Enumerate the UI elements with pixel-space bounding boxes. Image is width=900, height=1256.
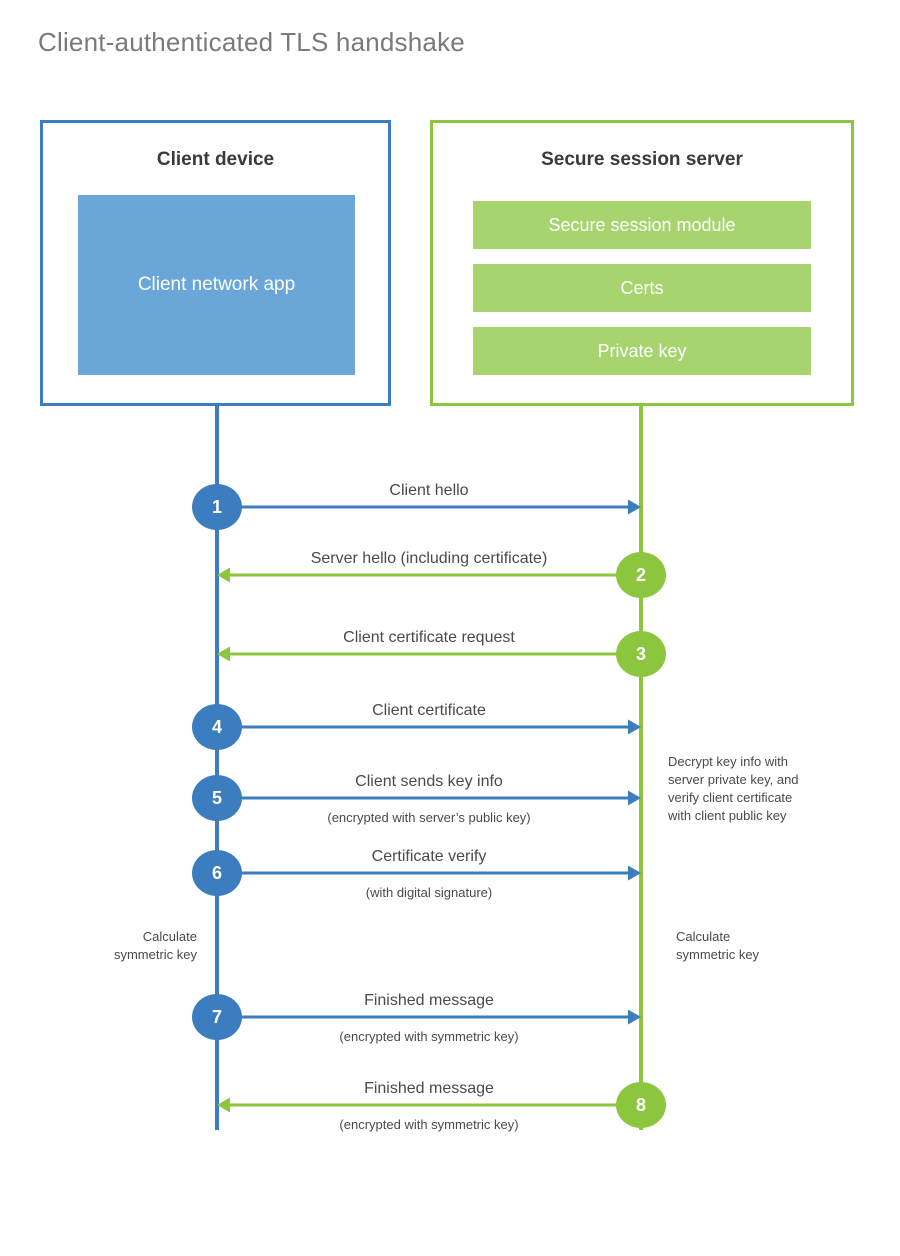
message-step-6[interactable]: Certificate verify (with digital signatur…: [192, 848, 641, 900]
annotations-layer: Decrypt key info with server private key,…: [114, 754, 799, 962]
message-label-7: Finished message: [364, 992, 494, 1009]
lifelines-layer: [215, 405, 643, 1130]
client-calculate-note-line-2: symmetric key: [114, 947, 198, 962]
step-circle-6[interactable]: [192, 850, 242, 896]
server-decrypt-note-line-2: server private key, and: [668, 772, 799, 787]
client-network-app-box: Client network app: [78, 195, 355, 375]
message-sublabel-5: (encrypted with server’s public key): [327, 810, 530, 825]
step-circle-7[interactable]: [192, 994, 242, 1040]
arrow-head-8: [217, 1097, 230, 1113]
step-circle-8[interactable]: [616, 1082, 666, 1128]
arrow-head-6: [628, 865, 641, 881]
step-number-3: 3: [636, 644, 646, 664]
message-step-5[interactable]: Client sends key info (encrypted with ser…: [192, 773, 641, 825]
message-sublabel-8: (encrypted with symmetric key): [339, 1117, 518, 1132]
server-decrypt-note-line-1: Decrypt key info with: [668, 754, 788, 769]
message-step-3[interactable]: Client certificate request 3: [217, 629, 666, 677]
client-device-title: Client device: [156, 149, 275, 170]
server-decrypt-note-line-4: with client public key: [667, 808, 787, 823]
step-circle-3[interactable]: [616, 631, 666, 677]
step-number-5: 5: [212, 788, 222, 808]
message-step-2[interactable]: Server hello (including certificate) 2: [217, 550, 666, 598]
message-label-6: Certificate verify: [372, 848, 487, 865]
arrow-head-7: [628, 1009, 641, 1025]
message-step-4[interactable]: Client certificate 4: [192, 702, 641, 750]
page-title: Client-authenticated TLS handshake: [38, 27, 465, 57]
server-calculate-note-line-1: Calculate: [676, 929, 730, 944]
step-circle-4[interactable]: [192, 704, 242, 750]
message-step-1[interactable]: Client hello 1: [192, 482, 641, 530]
step-circle-5[interactable]: [192, 775, 242, 821]
arrow-head-1: [628, 499, 641, 515]
arrow-head-2: [217, 567, 230, 583]
server-decrypt-note: Decrypt key info with server private key,…: [667, 754, 799, 823]
arrow-head-3: [217, 646, 230, 662]
server-component-certs: Certs: [473, 264, 811, 312]
step-number-1: 1: [212, 497, 222, 517]
secure-session-server-title: Secure session server: [541, 149, 743, 170]
step-number-8: 8: [636, 1095, 646, 1115]
message-label-5: Client sends key info: [355, 773, 503, 790]
message-label-8: Finished message: [364, 1080, 494, 1097]
step-number-6: 6: [212, 863, 222, 883]
message-step-7[interactable]: Finished message (encrypted with symmetri…: [192, 992, 641, 1044]
server-decrypt-note-line-3: verify client certificate: [668, 790, 792, 805]
secure-session-server-panel: Secure session server Secure session mod…: [430, 120, 854, 406]
server-component-secure-session-module: Secure session module: [473, 201, 811, 249]
server-component-private-key: Private key: [473, 327, 811, 375]
message-sublabel-7: (encrypted with symmetric key): [339, 1029, 518, 1044]
arrow-head-5: [628, 790, 641, 806]
client-device-panel: Client device Client network app: [40, 120, 391, 406]
message-label-3: Client certificate request: [343, 629, 515, 646]
client-calculate-note: Calculate symmetric key: [114, 929, 198, 962]
message-label-1: Client hello: [389, 482, 468, 499]
step-number-7: 7: [212, 1007, 222, 1027]
message-label-2: Server hello (including certificate): [311, 550, 548, 567]
arrow-head-4: [628, 719, 641, 735]
step-number-4: 4: [212, 717, 222, 737]
message-label-4: Client certificate: [372, 702, 486, 719]
step-circle-1[interactable]: [192, 484, 242, 530]
client-calculate-note-line-1: Calculate: [143, 929, 197, 944]
server-calculate-note-line-2: symmetric key: [676, 947, 760, 962]
message-sublabel-6: (with digital signature): [366, 885, 492, 900]
server-calculate-note: Calculate symmetric key: [676, 929, 760, 962]
step-number-2: 2: [636, 565, 646, 585]
step-circle-2[interactable]: [616, 552, 666, 598]
message-step-8[interactable]: Finished message (encrypted with symmetri…: [217, 1080, 666, 1132]
